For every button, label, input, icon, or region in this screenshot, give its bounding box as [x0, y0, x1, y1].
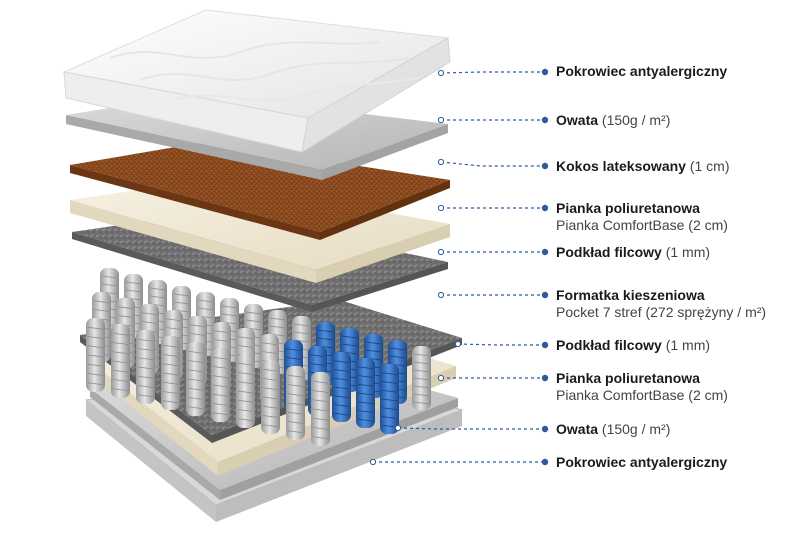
pocket-spring-grey — [136, 330, 155, 404]
pocket-spring-grey — [412, 346, 431, 410]
pocket-spring-grey — [186, 342, 205, 416]
leader-end-dot — [541, 425, 549, 433]
layer-label: Pianka poliuretanowa Pianka ComfortBase … — [556, 370, 728, 403]
leader-origin-dot — [454, 340, 462, 348]
pocket-spring-grey — [111, 324, 130, 398]
layer-label: Owata (150g / m²) — [556, 112, 671, 128]
leader-line — [457, 343, 542, 346]
leader-end-dot — [541, 162, 549, 170]
layer-label: Pokrowiec antyalergiczny — [556, 454, 728, 470]
pocket-springs-layer — [86, 268, 431, 446]
leader-origin-dot — [437, 248, 445, 256]
leader-end-dot — [541, 248, 549, 256]
layer-label: Formatka kieszeniowa Pocket 7 stref (272… — [556, 287, 767, 320]
top-cover-layer — [62, 9, 451, 154]
pocket-spring-blue — [380, 364, 399, 434]
layer-label: Kokos lateksowany (1 cm) — [556, 158, 730, 174]
coconut-layer — [70, 142, 450, 240]
leader-end-dot — [541, 116, 549, 124]
leader-origin-dot — [437, 158, 445, 166]
upper-foam-layer — [70, 180, 450, 283]
leader-line — [397, 427, 542, 430]
pocket-spring-grey — [261, 360, 280, 434]
leader-end-dot — [541, 291, 549, 299]
pocket-spring-grey — [211, 348, 230, 422]
leader-origin-dot — [437, 69, 445, 77]
leader-origin-dot — [394, 424, 402, 432]
pocket-spring-grey — [311, 372, 330, 446]
layer-label: Pianka poliuretanowa Pianka ComfortBase … — [556, 200, 728, 233]
leader-lines — [369, 68, 549, 466]
leader-origin-dot — [437, 291, 445, 299]
pocket-spring-grey — [161, 336, 180, 410]
layer-label: Podkład filcowy (1 mm) — [556, 244, 711, 260]
pocket-spring-grey — [86, 318, 105, 392]
leader-end-dot — [541, 204, 549, 212]
pocket-spring-grey — [286, 366, 305, 440]
leader-end-dot — [541, 374, 549, 382]
leader-end-dot — [541, 458, 549, 466]
leader-origin-dot — [437, 374, 445, 382]
leader-end-dot — [541, 341, 549, 349]
pocket-spring-blue — [356, 358, 375, 428]
leader-origin-dot — [437, 204, 445, 212]
pocket-spring-blue — [332, 352, 351, 422]
layer-label: Owata (150g / m²) — [556, 421, 671, 437]
leader-origin-dot — [369, 458, 377, 466]
leader-line — [440, 71, 542, 74]
layer-label: Podkład filcowy (1 mm) — [556, 337, 711, 353]
leader-origin-dot — [437, 116, 445, 124]
leader-line — [440, 161, 542, 167]
layer-label: Pokrowiec antyalergiczny — [556, 63, 728, 79]
leader-end-dot — [541, 68, 549, 76]
pocket-spring-grey — [236, 354, 255, 428]
